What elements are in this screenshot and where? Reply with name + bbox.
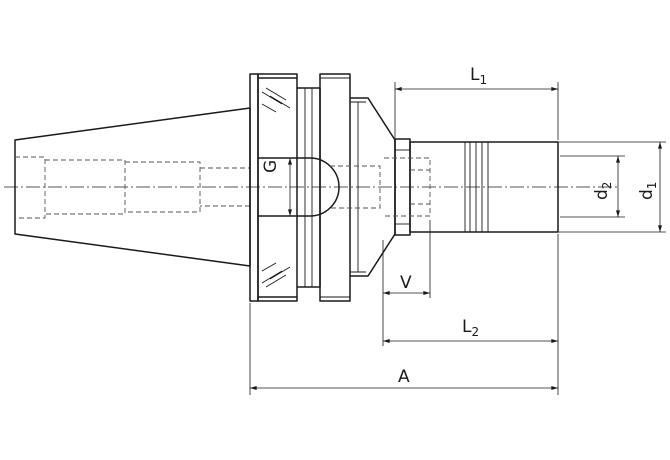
dimension-l2: L2 xyxy=(383,317,558,343)
svg-text:L2: L2 xyxy=(462,317,479,339)
svg-text:d1: d1 xyxy=(637,182,659,200)
dimension-d1: d1 xyxy=(637,142,662,232)
svg-text:A: A xyxy=(398,367,410,387)
dimension-d2: d2 xyxy=(592,156,620,217)
dimension-a: A xyxy=(250,367,558,390)
svg-text:d2: d2 xyxy=(592,182,614,200)
svg-text:L1: L1 xyxy=(470,65,487,87)
dimension-v: V xyxy=(383,273,430,295)
svg-text:V: V xyxy=(400,273,412,293)
dimension-label-g: G xyxy=(261,160,281,173)
dimension-l1: L1 xyxy=(395,65,558,91)
drive-key-hatching xyxy=(261,87,291,288)
retention-bore: G xyxy=(258,157,381,217)
flange xyxy=(249,73,396,302)
